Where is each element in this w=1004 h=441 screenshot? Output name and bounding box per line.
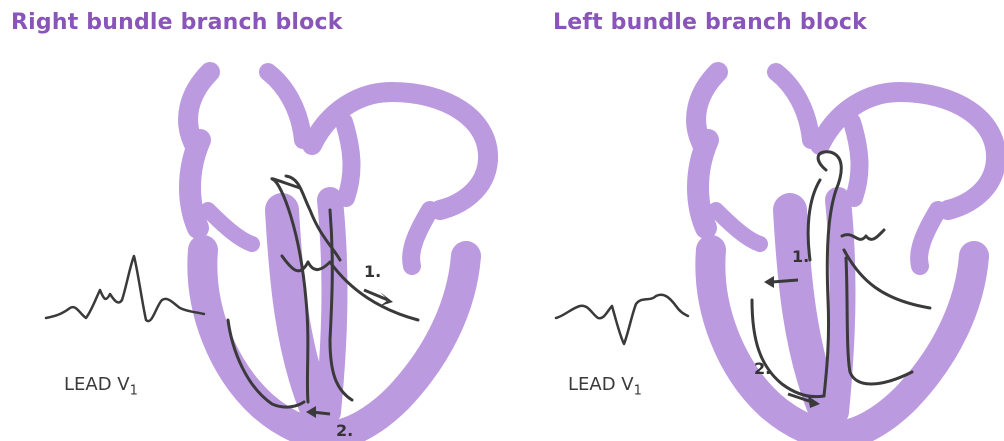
lead-v1-label-left: LEAD V1 (64, 374, 138, 399)
step-2-label-right: 2. (754, 359, 771, 378)
lead-v1-label-right: LEAD V1 (568, 374, 642, 399)
lead-text-left: LEAD V (64, 374, 130, 395)
heart-left (188, 72, 488, 436)
step-2-label-left: 2. (336, 421, 353, 440)
lead-subscript-left: 1 (130, 384, 138, 399)
lead-subscript-right: 1 (634, 384, 642, 399)
lead-text-right: LEAD V (568, 374, 634, 395)
step-1-label-right: 1. (792, 247, 809, 266)
step-1-label-left: 1. (364, 262, 381, 281)
ecg-trace-left (46, 256, 204, 321)
ecg-trace-right (556, 295, 688, 344)
